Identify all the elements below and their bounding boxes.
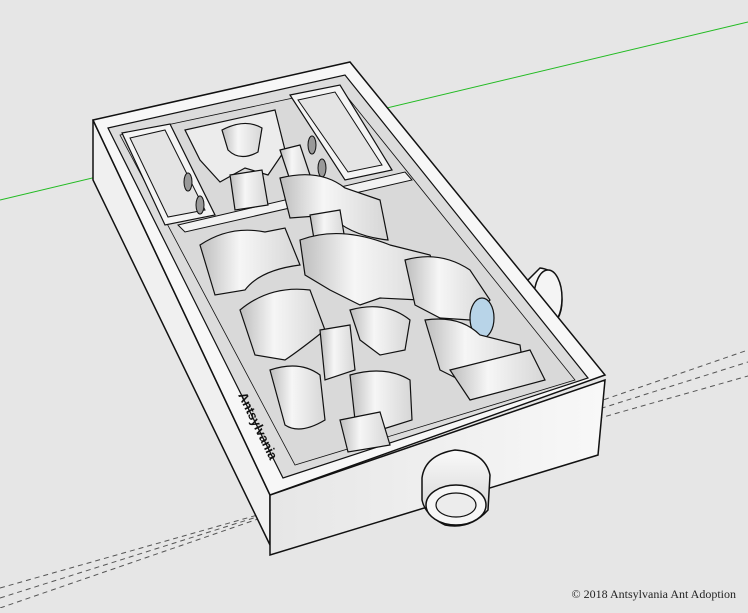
maze-chambers: [184, 109, 546, 453]
front-connector-tube[interactable]: [421, 449, 491, 527]
water-chamber-right: [289, 84, 393, 181]
copyright-text: © 2018 Antsylvania Ant Adoption: [571, 587, 736, 601]
water-chamber-left: [121, 123, 216, 226]
